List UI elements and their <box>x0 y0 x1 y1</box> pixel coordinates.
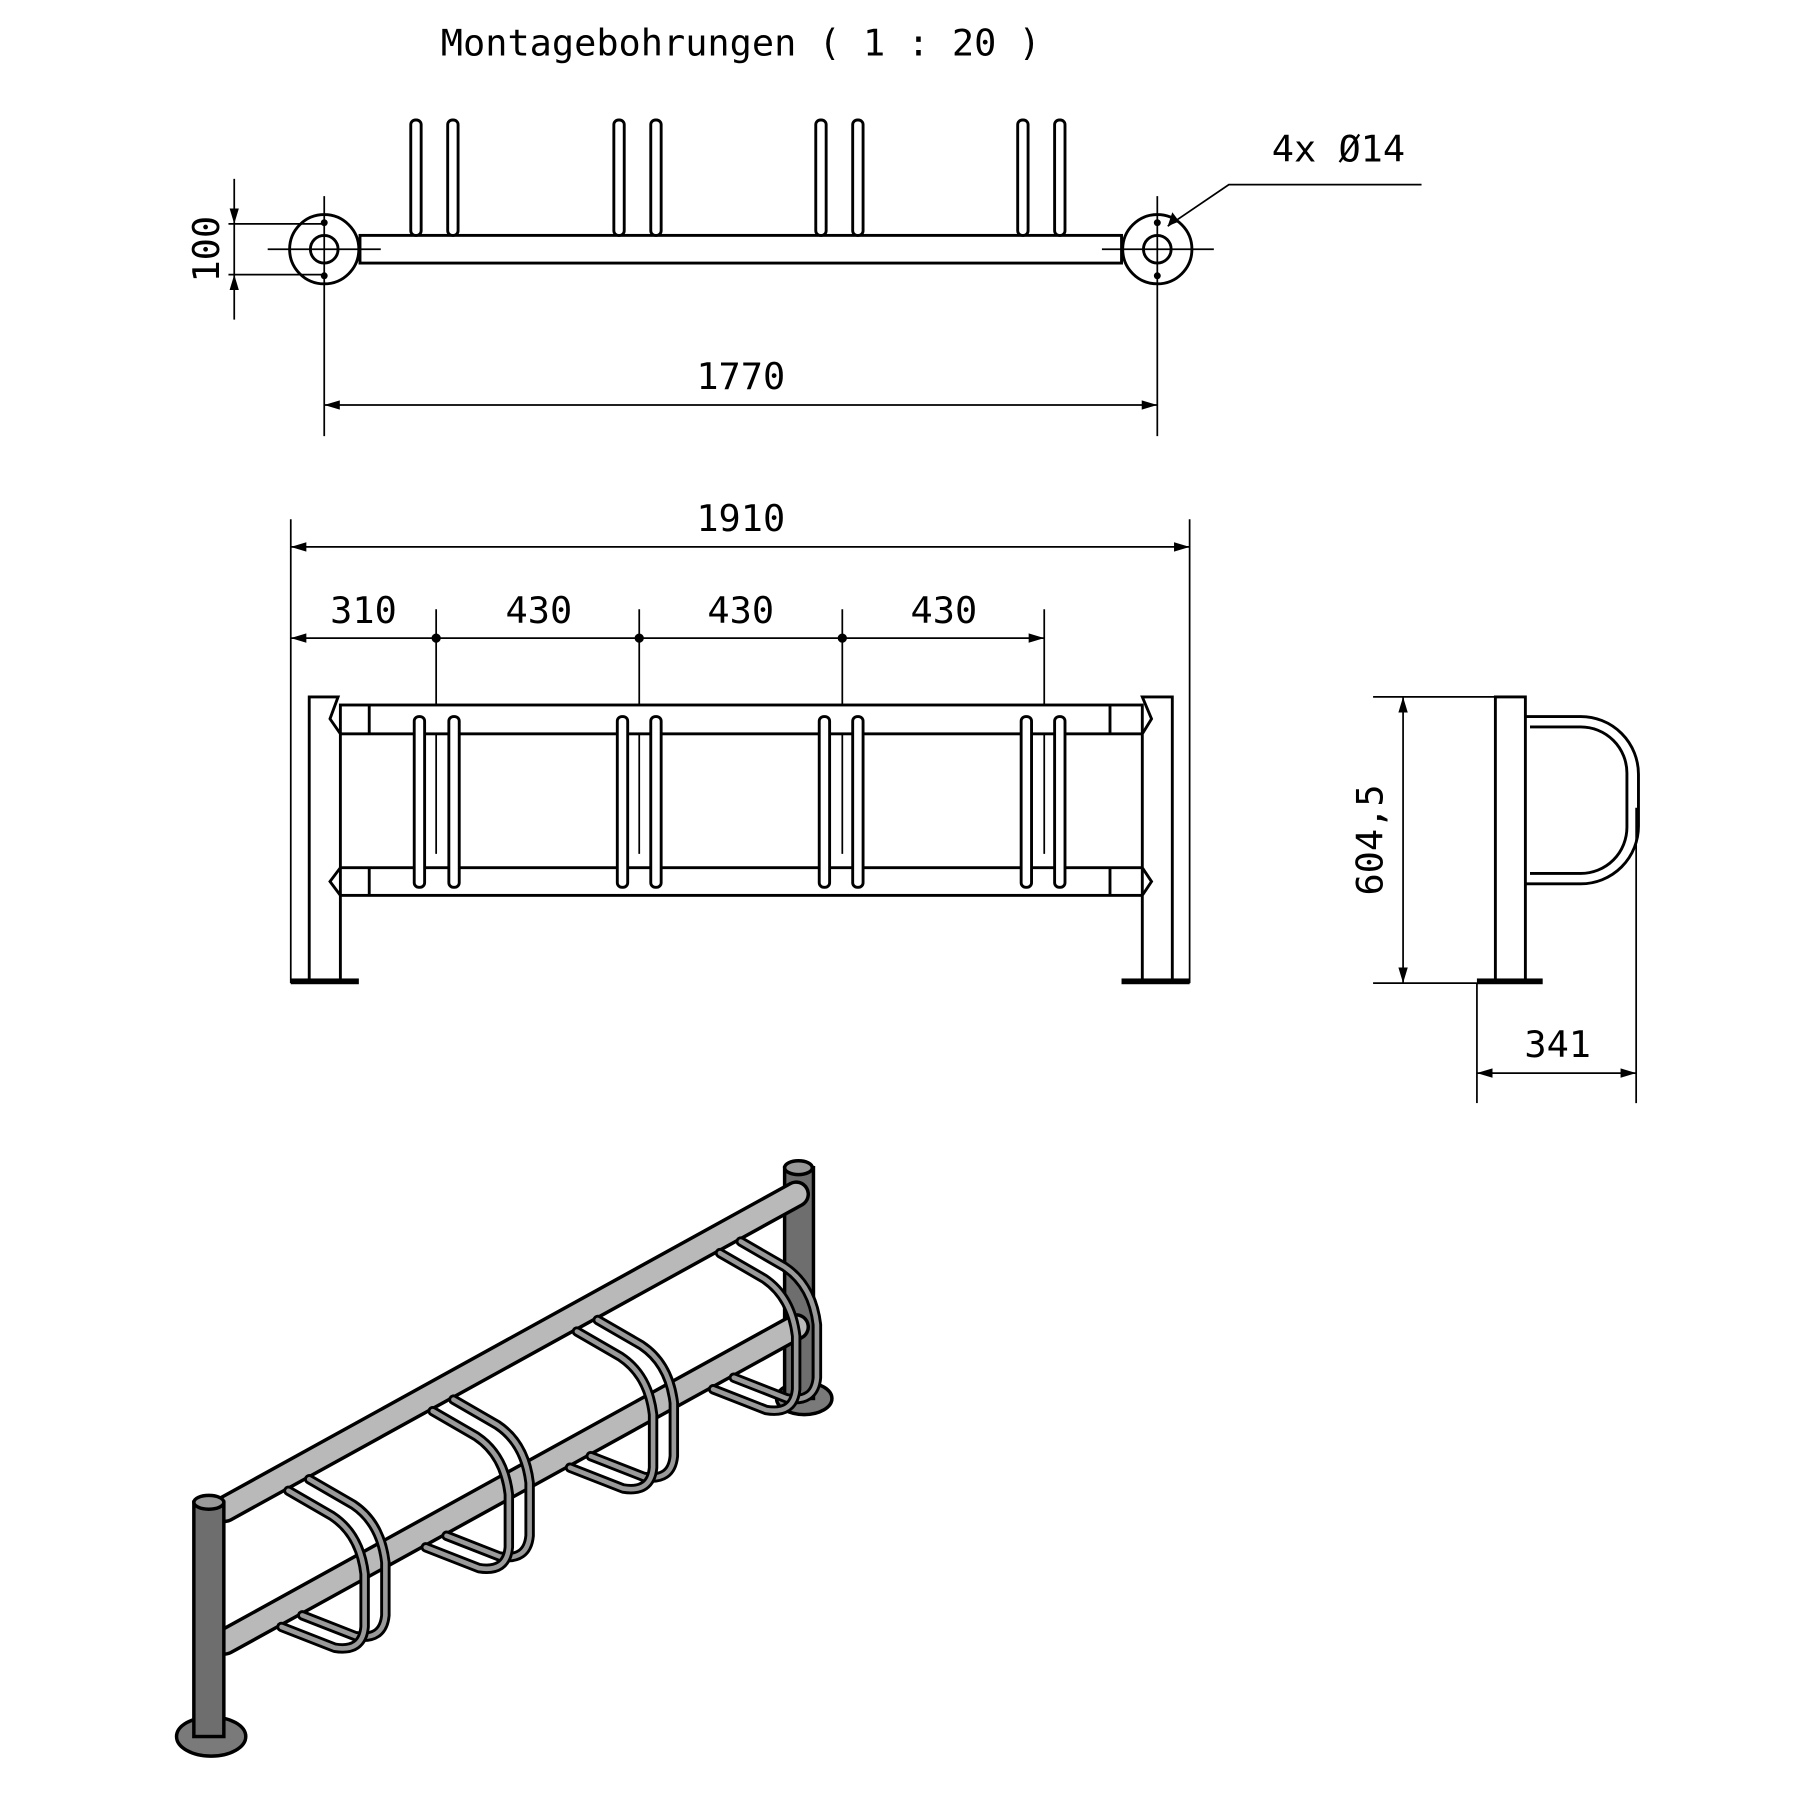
front-right-post <box>1140 695 1174 983</box>
iso-hoop-tube <box>279 1488 367 1651</box>
top-view-uprights <box>409 118 1067 237</box>
iso-hoop-tube <box>567 1329 656 1492</box>
isometric-view <box>174 1159 834 1758</box>
dimension-label-430: 430 <box>707 589 774 632</box>
front-view: 1910 310 430 430 430 <box>289 497 1191 985</box>
iso-hoop-tube <box>710 1250 799 1413</box>
hole-callout: 4x Ø14 <box>1167 128 1422 227</box>
dimension-overall-width: 1910 <box>289 497 1191 984</box>
front-right-base <box>1121 978 1190 985</box>
dimension-label-1770: 1770 <box>696 355 785 398</box>
dimension-label-1910: 1910 <box>696 497 785 540</box>
top-view-rail <box>358 233 1123 265</box>
dimension-depth: 341 <box>1476 807 1638 1104</box>
side-view: 604,5 341 <box>1348 695 1640 1104</box>
front-left-base <box>290 978 359 985</box>
dimension-label-604-5: 604,5 <box>1348 784 1391 895</box>
dimension-label-100: 100 <box>185 216 228 283</box>
front-left-post <box>307 695 342 983</box>
side-base <box>1476 978 1543 985</box>
dimension-label-430: 430 <box>911 589 978 632</box>
iso-hoops <box>276 1236 823 1654</box>
dimension-label-341: 341 <box>1524 1023 1591 1066</box>
hole-callout-label: 4x Ø14 <box>1272 128 1405 171</box>
dimension-height: 604,5 <box>1348 696 1496 984</box>
front-top-rail <box>338 703 1144 736</box>
dimension-label-430: 430 <box>506 589 573 632</box>
iso-rails <box>211 1180 810 1656</box>
iso-hoop-tube <box>423 1408 512 1572</box>
dimension-chain: 310 430 430 430 <box>290 589 1046 854</box>
side-post <box>1493 695 1527 983</box>
front-view-hoops <box>412 715 1067 889</box>
dimension-flange: 100 <box>185 178 325 320</box>
dimension-hole-spacing: 1770 <box>323 196 1159 437</box>
front-bottom-rail <box>338 866 1144 897</box>
drawing-title: Montagebohrungen ( 1 : 20 ) <box>441 21 1041 64</box>
top-view: 100 1770 4x Ø14 <box>185 118 1422 437</box>
iso-left-post <box>174 1493 248 1758</box>
dimension-label-310: 310 <box>330 589 397 632</box>
side-hoop <box>1525 715 1640 886</box>
